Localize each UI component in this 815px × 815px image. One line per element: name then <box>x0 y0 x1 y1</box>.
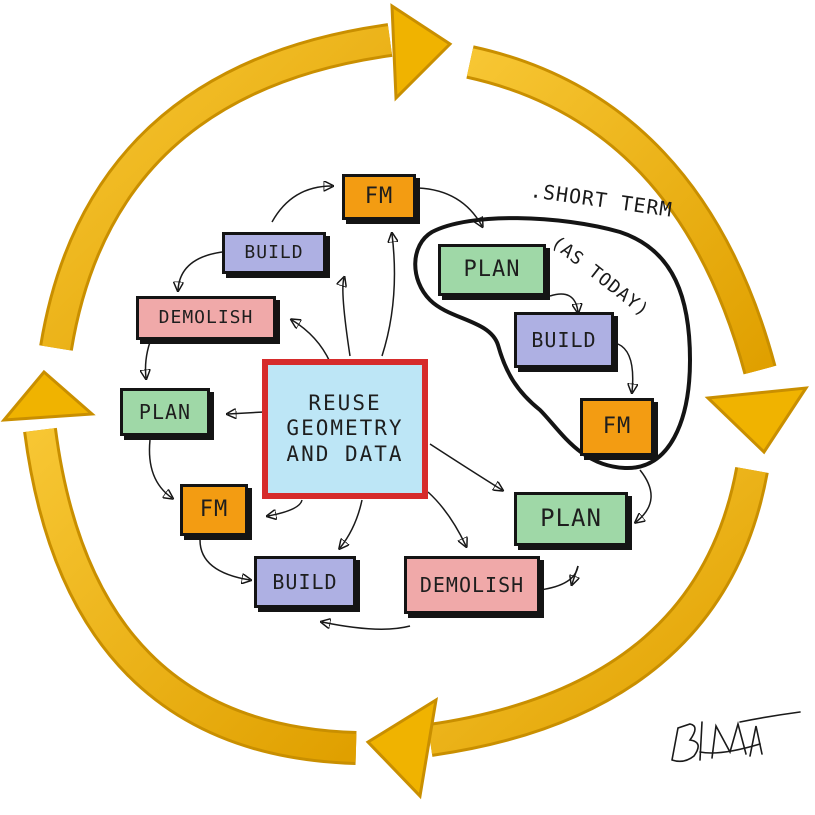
box-plan-short-term: PLAN <box>438 244 546 296</box>
box-demolish-bottom: DEMOLISH <box>404 556 540 614</box>
box-demolish-left-label: DEMOLISH <box>158 306 254 328</box>
box-plan-left: PLAN <box>120 388 210 436</box>
box-fm-short-term-label: FM <box>602 414 632 440</box>
cycle-arrow-top-left <box>39 3 453 351</box>
center-line-1: REUSE <box>308 390 382 415</box>
box-fm-lower-left: FM <box>180 484 248 536</box>
box-build-upper-left-label: BUILD <box>244 241 304 263</box>
center-line-3: AND DATA <box>286 441 404 466</box>
box-fm-top: FM <box>342 174 416 220</box>
box-plan-short-term-label: PLAN <box>463 257 521 283</box>
cycle-arrow-top-right <box>466 45 809 455</box>
box-demolish-left: DEMOLISH <box>136 296 276 340</box>
cycle-arrow-bottom-right <box>365 466 769 800</box>
center-reuse-box: REUSE GEOMETRY AND DATA <box>262 359 428 499</box>
box-build-short-term-label: BUILD <box>531 327 597 352</box>
box-demolish-bottom-label: DEMOLISH <box>419 572 525 597</box>
box-build-upper-left: BUILD <box>222 232 326 274</box>
box-plan-right-label: PLAN <box>540 504 602 533</box>
connector-arrows <box>146 186 652 630</box>
box-plan-right: PLAN <box>514 492 628 546</box>
box-fm-top-label: FM <box>364 184 394 210</box>
cycle-arrow-bottom-left <box>0 369 357 765</box>
cycle-arrows <box>0 3 809 800</box>
center-line-2: GEOMETRY <box>286 416 404 441</box>
box-build-bottom-label: BUILD <box>272 569 338 594</box>
box-build-bottom: BUILD <box>254 556 356 608</box>
box-plan-left-label: PLAN <box>138 399 192 424</box>
short-term-outline <box>413 216 693 471</box>
box-fm-lower-left-label: FM <box>199 497 229 523</box>
box-fm-short-term: FM <box>580 398 654 456</box>
box-build-short-term: BUILD <box>514 312 614 368</box>
signature-mark <box>671 711 801 763</box>
